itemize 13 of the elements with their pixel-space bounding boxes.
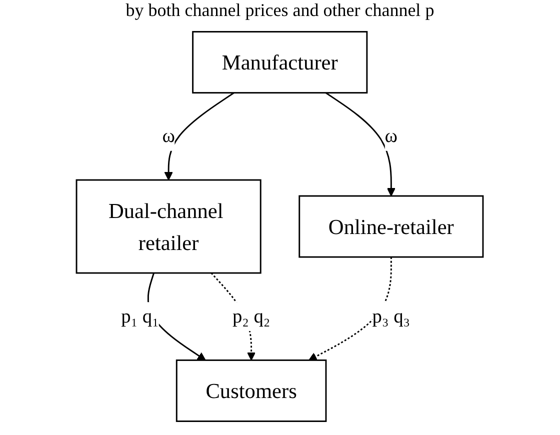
edge-label: ω xyxy=(162,126,176,148)
node-box: Online-retailer xyxy=(298,195,484,258)
arrow xyxy=(326,92,396,196)
node-box: Dual-channel retailer xyxy=(76,179,262,274)
arrow xyxy=(308,257,392,361)
node-box: Customers xyxy=(176,359,327,422)
edge-label: p₂ q₂ xyxy=(232,306,270,328)
edge-label: p₁ q₁ xyxy=(121,306,160,328)
edge-label: p₃ q₃ xyxy=(372,306,410,328)
edge-label: ω xyxy=(385,126,398,148)
text-fragment: by both channel prices and other channel p xyxy=(126,0,434,20)
node-box: Manufacturer xyxy=(192,31,368,94)
arrow xyxy=(164,92,235,180)
